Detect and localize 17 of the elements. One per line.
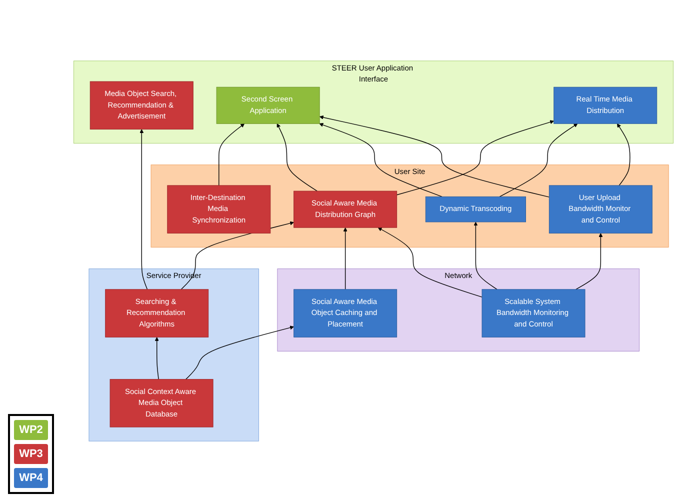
arrow xyxy=(575,233,603,290)
arrow xyxy=(218,123,245,186)
legend-swatch: WP4 xyxy=(14,468,48,488)
arrow xyxy=(617,123,630,186)
legend-swatch: WP2 xyxy=(14,420,48,440)
arrow xyxy=(378,227,482,298)
arrow xyxy=(343,227,348,290)
arrow xyxy=(154,336,159,380)
arrow xyxy=(319,122,442,198)
legend-swatch: WP3 xyxy=(14,444,48,464)
arrow xyxy=(499,123,578,198)
arrow xyxy=(140,129,148,290)
arrow xyxy=(276,123,318,192)
arrow xyxy=(474,222,498,290)
arrow xyxy=(186,326,294,380)
arrow xyxy=(319,115,550,198)
arrow xyxy=(396,120,554,196)
